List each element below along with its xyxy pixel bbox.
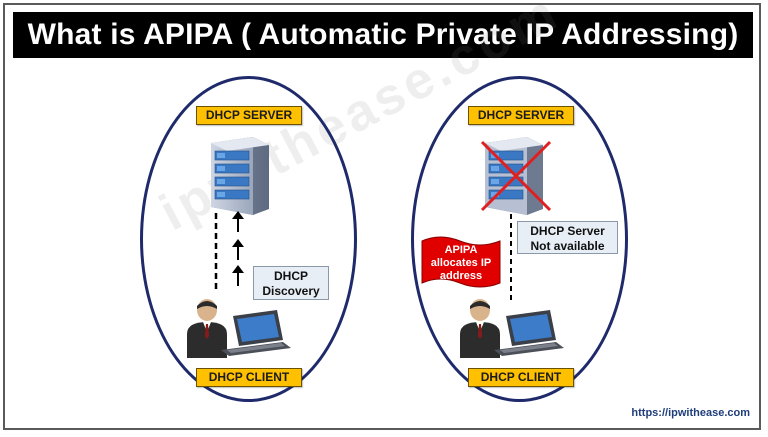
apipa-flag-line2: allocates IP <box>430 257 492 269</box>
dhcp-discovery-label: DHCP Discovery <box>253 266 329 300</box>
left-dhcp-client-label: DHCP CLIENT <box>196 368 302 387</box>
left-server-icon <box>211 137 269 215</box>
left-request-dashed-line <box>214 213 218 293</box>
diagram-frame <box>3 3 761 430</box>
left-dhcp-server-label: DHCP SERVER <box>196 106 302 125</box>
server-unavailable-cross-icon <box>480 140 552 212</box>
server-status-line2: Not available <box>530 239 605 253</box>
left-client-user-icon <box>187 299 291 358</box>
page-title: What is APIPA ( Automatic Private IP Add… <box>13 12 753 58</box>
left-scenario-ellipse <box>140 76 357 402</box>
apipa-flag-line3: address <box>439 270 483 282</box>
apipa-flag-line1: APIPA <box>444 244 478 256</box>
dhcp-discovery-line2: Discovery <box>262 284 320 298</box>
server-status-line1: DHCP Server <box>530 224 605 238</box>
right-dhcp-client-label: DHCP CLIENT <box>468 368 574 387</box>
right-dashed-line <box>510 214 512 300</box>
footer-url-link[interactable]: https://ipwithease.com <box>631 407 750 419</box>
right-client-user-icon <box>460 299 564 358</box>
apipa-flag-icon <box>421 236 501 288</box>
apipa-flag-label: APIPA allocates IP address <box>424 244 498 283</box>
right-dhcp-server-label: DHCP SERVER <box>468 106 574 125</box>
left-upward-arrows <box>232 211 244 286</box>
server-not-available-label: DHCP Server Not available <box>517 221 618 254</box>
dhcp-discovery-line1: DHCP <box>273 269 308 283</box>
right-scenario-ellipse <box>411 76 628 402</box>
